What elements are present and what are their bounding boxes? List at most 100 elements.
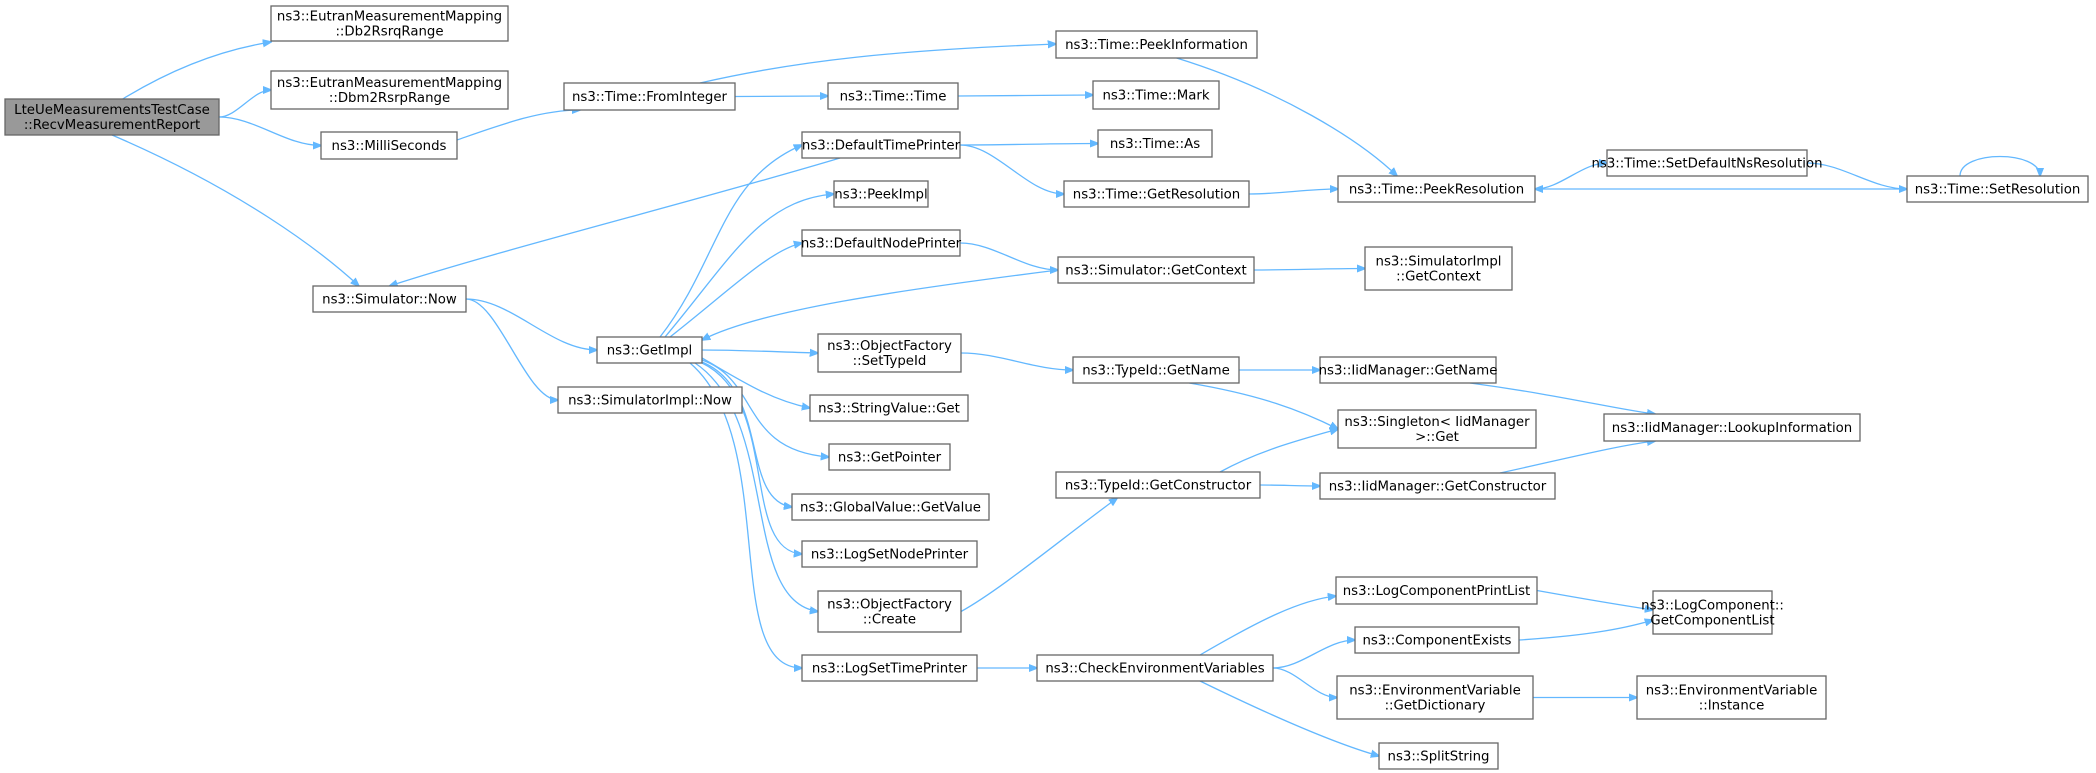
edge-setdefns-to-setres bbox=[1806, 162, 1907, 189]
edge-getimpl-to-deftimeprinter bbox=[659, 145, 802, 338]
node-logcompgetlist[interactable]: ns3::LogComponent::GetComponentList bbox=[1641, 590, 1784, 635]
edge-iidgetctor-to-iidlookup bbox=[1499, 441, 1655, 474]
node-box bbox=[1606, 149, 1808, 177]
node-frominteger[interactable]: ns3::Time::FromInteger bbox=[563, 82, 736, 111]
node-timemark[interactable]: ns3::Time::Mark bbox=[1092, 80, 1220, 110]
node-setdefns[interactable]: ns3::Time::SetDefaultNsResolution bbox=[1591, 149, 1823, 177]
node-label: ns3::LogSetTimePrinter bbox=[812, 662, 968, 677]
nodes-layer: LteUeMeasurementsTestCase::RecvMeasureme… bbox=[4, 5, 2089, 770]
node-box bbox=[1336, 675, 1534, 720]
node-dbm2rsrp[interactable]: ns3::EutranMeasurementMapping::Dbm2RsrpR… bbox=[270, 70, 509, 110]
node-label: ns3::Time::PeekInformation bbox=[1065, 38, 1248, 53]
node-label: ns3::Simulator::Now bbox=[322, 293, 457, 308]
node-getpointer[interactable]: ns3::GetPointer bbox=[828, 443, 951, 471]
node-simimplgetctx[interactable]: ns3::SimulatorImpl::GetContext bbox=[1364, 246, 1513, 291]
node-box bbox=[1055, 471, 1261, 499]
node-label: ns3::Time::FromInteger bbox=[572, 90, 728, 105]
edge-deftimeprinter-to-timeas bbox=[959, 144, 1098, 146]
node-iidlookup[interactable]: ns3::IidManager::LookupInformation bbox=[1603, 413, 1861, 442]
node-envinstance[interactable]: ns3::EnvironmentVariable::Instance bbox=[1636, 675, 1827, 720]
node-label: ns3::EnvironmentVariable bbox=[1646, 684, 1818, 699]
node-box bbox=[1364, 246, 1513, 291]
node-box bbox=[1378, 742, 1499, 770]
edge-getimpl-to-defnodeprinter bbox=[669, 243, 802, 338]
node-peekinfo[interactable]: ns3::Time::PeekInformation bbox=[1055, 30, 1258, 59]
node-db2rsrq[interactable]: ns3::EutranMeasurementMapping::Db2RsrqRa… bbox=[270, 5, 509, 42]
node-timeas[interactable]: ns3::Time::As bbox=[1097, 129, 1213, 158]
edge-checkenv-to-envgetdict bbox=[1272, 667, 1337, 698]
node-label: >::Get bbox=[1415, 430, 1459, 445]
node-label: ns3::EutranMeasurementMapping bbox=[277, 10, 502, 25]
node-label: LteUeMeasurementsTestCase bbox=[14, 103, 210, 118]
node-label: ns3::DefaultNodePrinter bbox=[801, 237, 962, 252]
edge-root-to-db2rsrq bbox=[122, 42, 271, 100]
node-label: ns3::EutranMeasurementMapping bbox=[277, 76, 502, 91]
node-simnow[interactable]: ns3::Simulator::Now bbox=[312, 285, 467, 313]
node-label: ns3::DefaultTimePrinter bbox=[802, 139, 961, 154]
node-ofcreate[interactable]: ns3::ObjectFactory::Create bbox=[817, 590, 962, 633]
node-setres[interactable]: ns3::Time::SetResolution bbox=[1906, 175, 2089, 203]
node-iidgetname[interactable]: ns3::IidManager::GetName bbox=[1319, 356, 1498, 384]
edge-checkenv-to-splitstring bbox=[1199, 680, 1379, 756]
node-simimplnow[interactable]: ns3::SimulatorImpl::Now bbox=[557, 386, 743, 414]
node-box bbox=[817, 333, 962, 373]
node-box bbox=[801, 654, 978, 682]
node-box bbox=[1092, 80, 1220, 110]
node-label: ns3::SimulatorImpl bbox=[1376, 255, 1502, 270]
node-getres[interactable]: ns3::Time::GetResolution bbox=[1063, 180, 1250, 208]
node-box bbox=[791, 493, 990, 521]
edge-timetime-to-timemark bbox=[957, 95, 1093, 96]
edge-iidgetname-to-iidlookup bbox=[1469, 382, 1655, 414]
node-label: ::Dbm2RsrpRange bbox=[329, 91, 450, 106]
edges-layer bbox=[111, 42, 2040, 756]
node-box bbox=[801, 540, 978, 568]
node-label: ns3::SplitString bbox=[1388, 750, 1490, 765]
edge-getimpl-to-logsetnodeprinter bbox=[701, 362, 802, 554]
node-splitstring[interactable]: ns3::SplitString bbox=[1378, 742, 1499, 770]
node-label: ns3::Simulator::GetContext bbox=[1065, 264, 1246, 279]
node-box bbox=[817, 590, 962, 633]
node-ofsettypeid[interactable]: ns3::ObjectFactory::SetTypeId bbox=[817, 333, 962, 373]
node-deftimeprinter[interactable]: ns3::DefaultTimePrinter bbox=[801, 131, 961, 159]
node-box bbox=[563, 82, 736, 111]
node-box bbox=[801, 229, 961, 257]
node-checkenv[interactable]: ns3::CheckEnvironmentVariables bbox=[1036, 654, 1274, 682]
node-logsetnodeprinter[interactable]: ns3::LogSetNodePrinter bbox=[801, 540, 978, 568]
node-box bbox=[270, 5, 509, 42]
node-typeidgetctor[interactable]: ns3::TypeId::GetConstructor bbox=[1055, 471, 1261, 499]
node-box bbox=[1072, 356, 1240, 384]
node-box bbox=[1337, 175, 1536, 203]
node-timetime[interactable]: ns3::Time::Time bbox=[827, 82, 959, 110]
node-root[interactable]: LteUeMeasurementsTestCase::RecvMeasureme… bbox=[4, 98, 220, 136]
node-label: ns3::Time::SetDefaultNsResolution bbox=[1591, 157, 1822, 172]
node-milli[interactable]: ns3::MilliSeconds bbox=[320, 131, 458, 160]
node-logsettimeprinter[interactable]: ns3::LogSetTimePrinter bbox=[801, 654, 978, 682]
edge-getimpl-to-peekimpl bbox=[664, 194, 834, 338]
edge-simgetctx-to-simimplgetctx bbox=[1253, 269, 1365, 271]
edge-simnow-to-simimplnow bbox=[465, 298, 558, 400]
edge-frominteger-to-peekinfo bbox=[699, 44, 1056, 84]
edge-deftimeprinter-to-getres bbox=[959, 144, 1064, 194]
node-box bbox=[801, 131, 961, 159]
node-label: ns3::TypeId::GetName bbox=[1082, 364, 1230, 379]
node-peekimpl[interactable]: ns3::PeekImpl bbox=[833, 180, 929, 208]
node-label: ns3::Time::SetResolution bbox=[1915, 183, 2081, 198]
node-box bbox=[828, 443, 951, 471]
node-envgetdict[interactable]: ns3::EnvironmentVariable::GetDictionary bbox=[1336, 675, 1534, 720]
node-logcompprintlist[interactable]: ns3::LogComponentPrintList bbox=[1335, 576, 1538, 605]
node-label: ns3::ObjectFactory bbox=[827, 339, 952, 354]
node-compexists[interactable]: ns3::ComponentExists bbox=[1354, 626, 1520, 654]
node-stringvalueget[interactable]: ns3::StringValue::Get bbox=[809, 394, 969, 422]
node-label: ns3::Time::PeekResolution bbox=[1349, 183, 1524, 198]
node-label: ::Instance bbox=[1699, 699, 1765, 714]
node-singletonget[interactable]: ns3::Singleton< IidManager>::Get bbox=[1337, 409, 1537, 449]
node-iidgetctor[interactable]: ns3::IidManager::GetConstructor bbox=[1319, 472, 1556, 500]
node-simgetctx[interactable]: ns3::Simulator::GetContext bbox=[1057, 256, 1255, 284]
node-box bbox=[320, 131, 458, 160]
node-peekres[interactable]: ns3::Time::PeekResolution bbox=[1337, 175, 1536, 203]
node-typeidgetname[interactable]: ns3::TypeId::GetName bbox=[1072, 356, 1240, 384]
node-defnodeprinter[interactable]: ns3::DefaultNodePrinter bbox=[801, 229, 962, 257]
node-getimpl[interactable]: ns3::GetImpl bbox=[596, 336, 703, 364]
node-globalvalueget[interactable]: ns3::GlobalValue::GetValue bbox=[791, 493, 990, 521]
